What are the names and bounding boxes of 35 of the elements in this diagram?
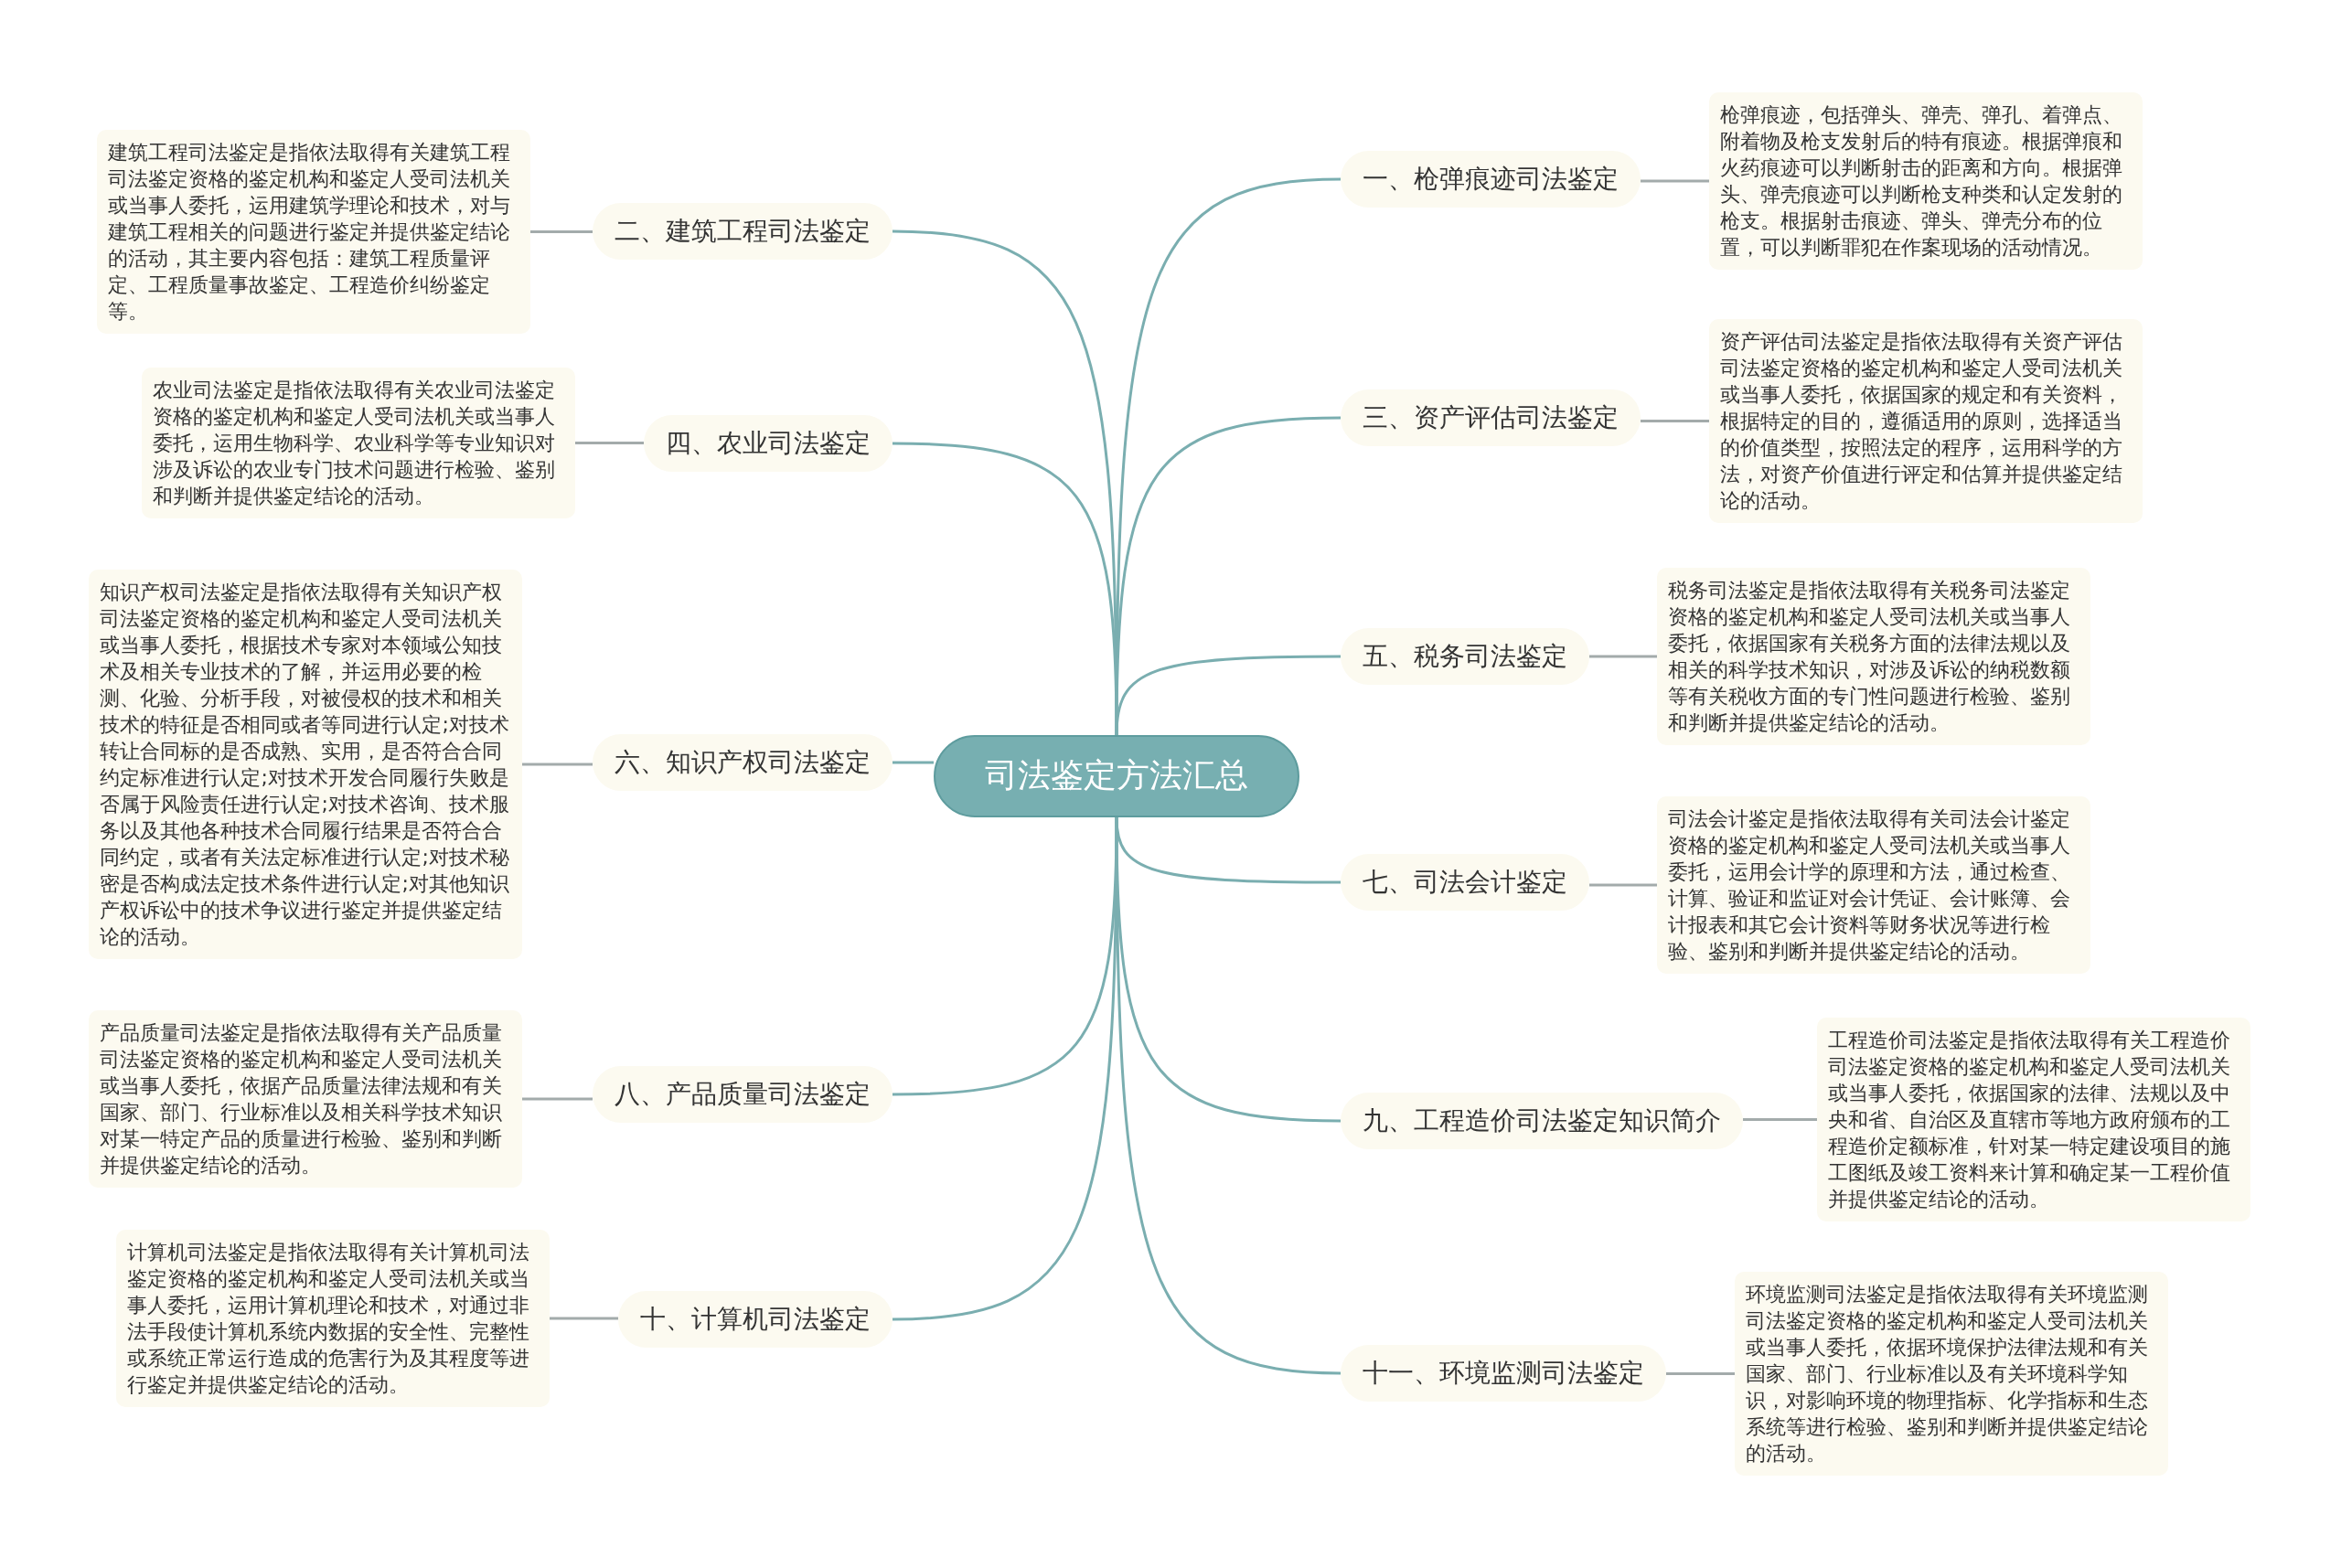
- topic-box: 八、产品质量司法鉴定: [593, 1065, 893, 1123]
- connector-line: [550, 1317, 618, 1320]
- connector-line: [575, 442, 644, 444]
- connector-line: [1641, 420, 1709, 422]
- connector-line: [1589, 655, 1657, 658]
- topic-box: 二、建筑工程司法鉴定: [593, 203, 893, 261]
- note-box: 工程造价司法鉴定是指依法取得有关工程造价司法鉴定资格的鉴定机构和鉴定人受司法机关或当事人委托，依据国家的法律、法规以及中央和省、自治区及直辖市等地方政府颁布的工程造价定额标准，针对某一特定建设项目的施工图纸及竣工资料来计算和确定某一工程价值并提供鉴定结论的活动。: [1816, 1018, 2250, 1221]
- note-box: 产品质量司法鉴定是指依法取得有关产品质量司法鉴定资格的鉴定机构和鉴定人受司法机关或当事人委托，依据产品质量法律法规和有关国家、部门、行业标准以及相关科学技术知识对某一特定产品的质量进行检验、鉴别和判断并提供鉴定结论的活动。: [89, 1009, 523, 1188]
- connector-line: [530, 230, 593, 233]
- topic-box: 五、税务司法鉴定: [1341, 628, 1590, 686]
- note-box: 环境监测司法鉴定是指依法取得有关环境监测司法鉴定资格的鉴定机构和鉴定人受司法机关或当事人委托，依据环境保护法律法规和有关国家、部门、行业标准以及有关环境科学知识，对影响环境的物理指标、化学指标和生态系统等进行检验、鉴别和判断并提供鉴定结论的活动。: [1735, 1271, 2169, 1476]
- connector-line: [1743, 1118, 1817, 1121]
- note-box: 枪弹痕迹，包括弹头、弹壳、弹孔、着弹点、附着物及枪支发射后的特有痕迹。根据弹痕和火药痕迹可以判断射击的距离和方向。根据弹头、弹壳痕迹可以判断枪支种类和认定发射的枪支。根据射击痕迹、弹头、弹壳分布的位置，可以判断罪犯在作案现场的活动情况。: [1709, 91, 2143, 270]
- connector-line: [1666, 1372, 1735, 1375]
- topic-box: 四、农业司法鉴定: [644, 414, 893, 472]
- note-box: 建筑工程司法鉴定是指依法取得有关建筑工程司法鉴定资格的鉴定机构和鉴定人受司法机关或当事人委托，运用建筑学理论和技术，对与建筑工程相关的问题进行鉴定并提供鉴定结论的活动，其主要内容包括：建筑工程质量评定、工程质量事故鉴定、工程造价纠纷鉴定等。: [96, 129, 530, 334]
- note-box: 知识产权司法鉴定是指依法取得有关知识产权司法鉴定资格的鉴定机构和鉴定人受司法机关或当事人委托，根据技术专家对本领域公知技术及相关专业技术的了解，并运用必要的检测、化验、分析手段，对被侵权的技术和相关技术的特征是否相同或者等同进行认定;对技术转让合同标的是否成熟、实用，是否符合合同约定标准进行认定;对技术开发合同履行失败是否属于风险责任进行认定;对技术咨询、技术服务以及其他各种技术合同履行结果是否符合合同约定，或者有关法定标准进行认定;对技术秘密是否构成法定技术条件进行认定;对其他知识产权诉讼中的技术争议进行鉴定并提供鉴定结论的活动。: [89, 569, 523, 959]
- topic-box: 一、枪弹痕迹司法鉴定: [1341, 150, 1641, 208]
- connector-line: [1641, 179, 1709, 183]
- connector-line: [893, 761, 934, 764]
- note-box: 税务司法鉴定是指依法取得有关税务司法鉴定资格的鉴定机构和鉴定人受司法机关或当事人委托，依据国家有关税务方面的法律法规以及相关的科学技术知识，对涉及诉讼的纳税数额等有关税收方面的专门性问题进行检验、鉴别和判断并提供鉴定结论的活动。: [1657, 568, 2091, 746]
- central-topic: 司法鉴定方法汇总: [934, 734, 1300, 817]
- topic-box: 九、工程造价司法鉴定知识简介: [1341, 1093, 1744, 1150]
- note-box: 计算机司法鉴定是指依法取得有关计算机司法鉴定资格的鉴定机构和鉴定人受司法机关或当事人委托，运用计算机理论和技术，对通过非法手段使计算机系统内数据的安全性、完整性或系统正常运行造成的危害行为及其程度等进行鉴定并提供鉴定结论的活动。: [115, 1229, 550, 1407]
- note-box: 资产评估司法鉴定是指依法取得有关资产评估司法鉴定资格的鉴定机构和鉴定人受司法机关或当事人委托，依据国家的规定和有关资料，根据特定的目的，遵循适用的原则，选择适当的价值类型，按照法定的程序，运用科学的方法，对资产价值进行评定和估算并提供鉴定结论的活动。: [1709, 318, 2143, 523]
- topic-box: 七、司法会计鉴定: [1341, 853, 1590, 911]
- note-box: 农业司法鉴定是指依法取得有关农业司法鉴定资格的鉴定机构和鉴定人受司法机关或当事人委托，运用生物科学、农业科学等专业知识对涉及诉讼的农业专门技术问题进行检验、鉴别和判断并提供鉴定结论的活动。: [141, 368, 575, 519]
- connector-line: [1589, 883, 1657, 887]
- topic-box: 十、计算机司法鉴定: [618, 1291, 893, 1349]
- topic-box: 六、知识产权司法鉴定: [593, 734, 893, 792]
- note-box: 司法会计鉴定是指依法取得有关司法会计鉴定资格的鉴定机构和鉴定人受司法机关或当事人委托，运用会计学的原理和方法，通过检查、计算、验证和监证对会计凭证、会计账簿、会计报表和其它会计资料等财务状况等进行检验、鉴别和判断并提供鉴定结论的活动。: [1657, 796, 2091, 975]
- topic-box: 十一、环境监测司法鉴定: [1341, 1345, 1667, 1403]
- connector-line: [522, 763, 593, 766]
- connector-line: [522, 1097, 593, 1101]
- topic-box: 三、资产评估司法鉴定: [1341, 389, 1641, 447]
